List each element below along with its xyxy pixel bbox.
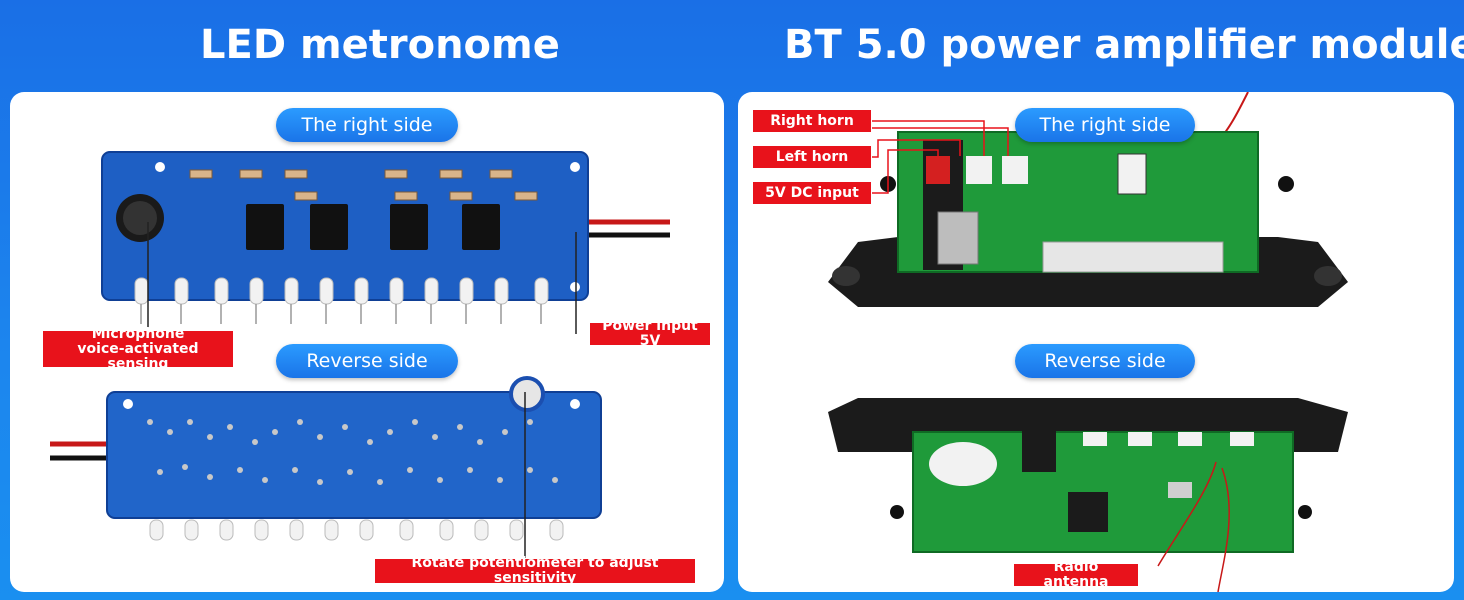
- bt-amplifier-panel: The right side Reverse side Right horn L…: [738, 92, 1454, 592]
- led-metronome-illustration: [50, 151, 670, 558]
- power-input-label: Power input 5V: [589, 319, 711, 349]
- bt-amplifier-illustration: [828, 92, 1348, 592]
- bt-reverse-side-badge: Reverse side: [1015, 344, 1195, 378]
- led-metronome-panel: The right side Reverse side Microphone v…: [10, 92, 724, 592]
- led-top-side-badge: The right side: [276, 108, 458, 142]
- bt-top-side-badge: The right side: [1015, 108, 1195, 142]
- microphone-label-line1: Microphone: [91, 325, 185, 342]
- microphone-label-line2: voice-activated sensing: [77, 340, 199, 372]
- dc-input-label: 5V DC input: [752, 181, 872, 205]
- right-title: BT 5.0 power amplifier module: [784, 22, 1464, 68]
- left-horn-label: Left horn: [752, 145, 872, 169]
- radio-antenna-label: Radio antenna: [1013, 560, 1139, 590]
- microphone-label: Microphone voice-activated sensing: [42, 325, 234, 371]
- led-reverse-side-badge: Reverse side: [276, 344, 458, 378]
- left-title: LED metronome: [200, 22, 560, 68]
- right-horn-label: Right horn: [752, 109, 872, 133]
- potentiometer-label: Rotate potentiometer to adjust sensitivi…: [374, 556, 696, 586]
